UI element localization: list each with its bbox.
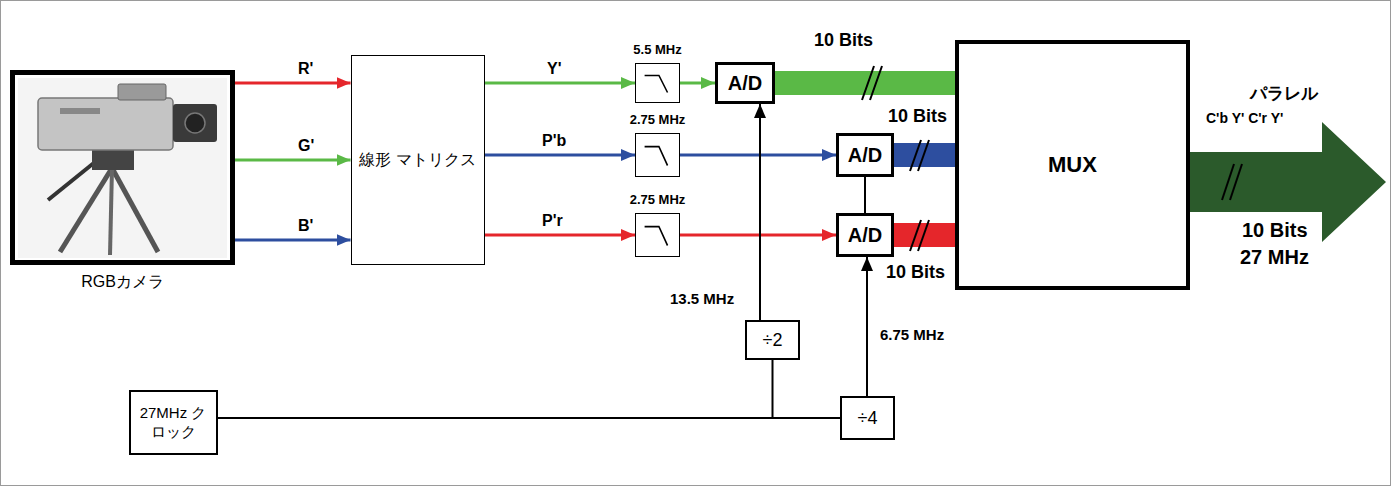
signal-line xyxy=(485,154,636,157)
camera-ground xyxy=(18,78,227,258)
signal-label: 13.5 MHz xyxy=(668,290,736,308)
signal-line xyxy=(218,417,841,419)
node-label: MUX xyxy=(1044,151,1101,179)
divider-box: ÷2 xyxy=(745,320,800,360)
lowpass-filter: 5.5 MHz xyxy=(635,63,680,103)
signal-label: 10 Bits xyxy=(812,30,875,52)
signal-label: Y' xyxy=(545,59,563,78)
bus-slash xyxy=(918,220,929,251)
camera-detail xyxy=(60,108,100,114)
node-label: ÷4 xyxy=(854,407,882,430)
node-label: A/D xyxy=(844,143,886,168)
filter-cutoff: 5.5 MHz xyxy=(633,42,681,57)
node-label: A/D xyxy=(724,71,766,96)
signal-line xyxy=(485,82,636,85)
signal-label: R' xyxy=(296,59,315,78)
node-label: ÷2 xyxy=(759,329,787,352)
lowpass-symbol xyxy=(636,214,679,256)
lowpass-symbol xyxy=(636,134,679,176)
camera-lens xyxy=(173,104,217,142)
ad-converter: A/D xyxy=(836,213,894,257)
node-label: A/D xyxy=(844,223,886,248)
lowpass-filter: 2.75 MHz xyxy=(635,213,680,257)
lowpass-curve xyxy=(645,75,668,92)
ad-converter: A/D xyxy=(836,133,894,177)
output-caption: パラレル xyxy=(1248,84,1320,104)
camera-body xyxy=(38,98,173,150)
signal-line xyxy=(680,154,836,157)
signal-label: 6.75 MHz xyxy=(878,326,946,344)
signal-line xyxy=(866,257,868,396)
signal-line xyxy=(759,104,761,320)
node-label: 27MHz クロック xyxy=(131,404,216,442)
output-slashes xyxy=(1222,164,1242,200)
signal-line xyxy=(680,82,715,85)
signal-label: P'b xyxy=(540,131,568,150)
lowpass-curve xyxy=(645,147,668,166)
signal-line xyxy=(680,234,836,237)
divider-box: ÷4 xyxy=(840,396,895,440)
signal-line xyxy=(235,159,351,162)
camera-frame: RGBカメラ xyxy=(10,70,235,265)
signal-line xyxy=(235,82,351,85)
bus-slash xyxy=(870,66,882,100)
tripod-head xyxy=(92,148,134,170)
viewfinder xyxy=(118,84,166,100)
matrix-box: 線形 マトリクス xyxy=(351,55,485,265)
bus-width: 10 Bits xyxy=(1240,218,1310,242)
sample-order: C'b Y' C'r Y' xyxy=(1204,110,1285,127)
lowpass-curve xyxy=(645,227,668,246)
clock-rate: 27 MHz xyxy=(1238,245,1311,269)
ad-converter: A/D xyxy=(715,62,775,104)
signal-line xyxy=(864,177,866,213)
filter-cutoff: 2.75 MHz xyxy=(630,112,686,127)
bus-slash xyxy=(918,140,929,171)
signal-line xyxy=(485,234,636,237)
mux-box: MUX xyxy=(955,40,1190,290)
clock-box: 27MHz クロック xyxy=(129,390,218,455)
tripod-leg xyxy=(112,168,158,252)
signal-label: 10 Bits xyxy=(884,262,947,284)
lowpass-filter: 2.75 MHz xyxy=(635,133,680,177)
signal-label: B' xyxy=(296,216,315,235)
signal-line xyxy=(235,239,351,242)
output-arrow xyxy=(1190,122,1386,242)
lens-glass xyxy=(185,113,205,133)
signal-label: 10 Bits xyxy=(886,106,949,128)
camera-caption: RGBカメラ xyxy=(81,272,164,293)
tripod-leg xyxy=(60,168,112,252)
signal-label: P'r xyxy=(540,211,565,230)
signal-label: G' xyxy=(296,136,316,155)
lowpass-symbol xyxy=(636,64,679,102)
node-label: 線形 マトリクス xyxy=(355,150,479,170)
tripod-leg xyxy=(110,168,112,255)
signal-line xyxy=(218,360,773,418)
filter-cutoff: 2.75 MHz xyxy=(630,192,686,207)
camera-illustration xyxy=(18,78,227,258)
bus-slash xyxy=(1230,164,1242,200)
